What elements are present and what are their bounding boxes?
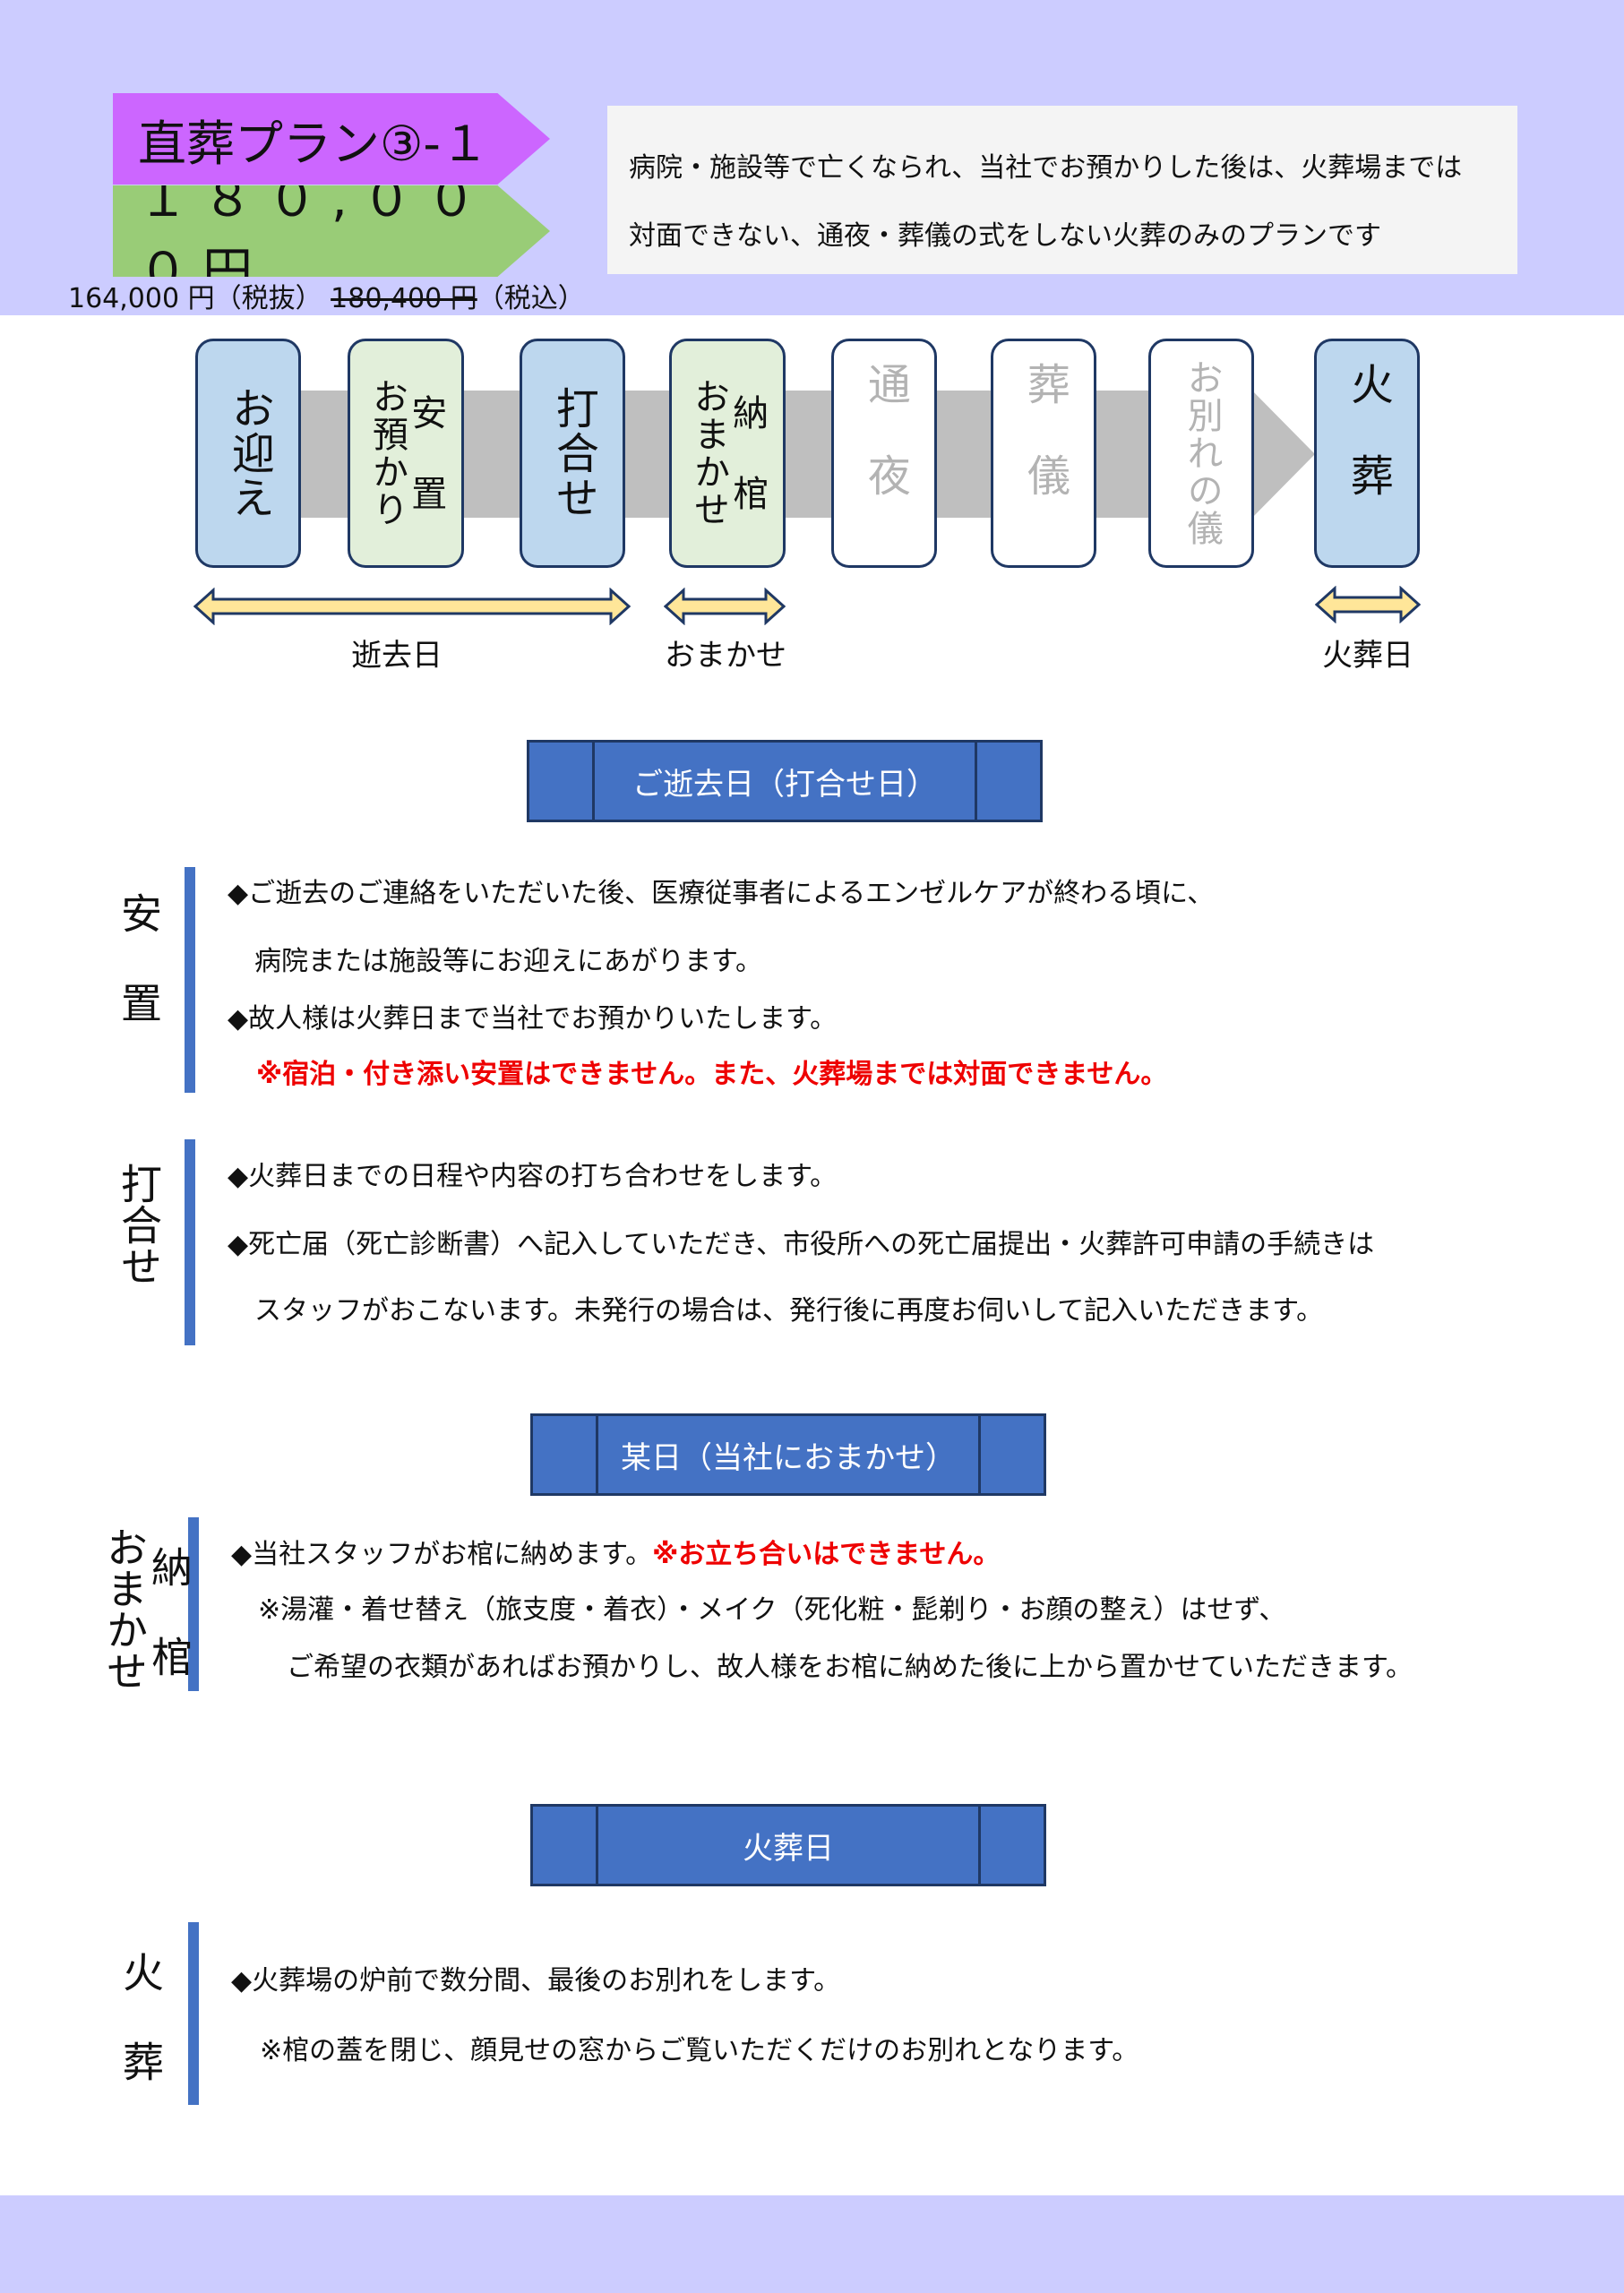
section-bar [188, 1517, 199, 1691]
tax-included-amount: 180,400 円 [331, 283, 477, 314]
header-divider [978, 1807, 981, 1884]
text-line: ◆火葬場の炉前で数分間、最後のお別れをします。 [231, 1965, 841, 1997]
plan-name-banner: 直葬プラン③-１ [113, 93, 550, 185]
step-sogi: 葬儀 [991, 339, 1096, 568]
step-label: 打合せ [547, 386, 598, 520]
span-label-kasobi: 火葬日 [1322, 638, 1413, 674]
step-tsuya: 通夜 [831, 339, 937, 568]
section-header-seikyo: ご逝去日（打合せ日） [527, 740, 1043, 822]
step-nokan: 納 棺 おまかせ [669, 339, 786, 568]
step-label: 納 棺 [726, 394, 769, 512]
block-label-kaso: 火 葬 [116, 1951, 165, 2082]
plan-description: 病院・施設等で亡くなられ、当社でお預かりした後は、火葬場までは 対面できない、通… [607, 106, 1517, 274]
step-label: 通夜 [859, 362, 910, 545]
double-arrow-icon [193, 588, 631, 625]
step-label: お別れの儀 [1181, 359, 1223, 547]
step-label: おまかせ [688, 378, 729, 528]
header-divider [596, 1416, 598, 1493]
header-divider [596, 1807, 598, 1884]
text-line: スタッフがおこないます。未発行の場合は、発行後に再度お伺いして記入いただきます。 [254, 1295, 1324, 1327]
description-line: 病院・施設等で亡くなられ、当社でお預かりした後は、火葬場までは [629, 152, 1463, 184]
plan-price-banner: １８０,０００円 [113, 185, 550, 277]
section-bar [185, 1139, 195, 1345]
section-bar [185, 867, 195, 1093]
double-arrow-icon [664, 588, 786, 625]
tax-info: 164,000 円（税抜） 180,400 円（税込） [68, 276, 585, 315]
text-line: ◆当社スタッフがお棺に納めます。※お立ち合いはできません。 [231, 1532, 1000, 1571]
span-label-omakase: おまかせ [665, 638, 786, 674]
text-line: ◆火葬日までの日程や内容の打ち合わせをします。 [228, 1161, 838, 1192]
text-line: ご希望の衣類があればお預かりし、故人様をお棺に納めた後に上から置かせていただきま… [287, 1652, 1413, 1683]
step-label: お預かり [366, 378, 408, 528]
section-header-text: 火葬日 [743, 1830, 834, 1867]
section-header-text: ご逝去日（打合せ日） [632, 766, 937, 803]
plan-price: １８０,０００円 [138, 170, 491, 301]
block-label-anchi: 安 置 [115, 892, 163, 1023]
plan-name: 直葬プラン③-１ [138, 115, 489, 172]
section-header-text: 某日（当社におまかせ） [621, 1439, 956, 1476]
text-line: ※棺の蓋を閉じ、顔見せの窓からご覧いただくだけのお別れとなります。 [260, 2035, 1139, 2066]
text-line: ◆故人様は火葬日まで当社でお預かりいたします。 [228, 1003, 838, 1035]
block-label-nokan: 納 棺 [145, 1546, 193, 1677]
warning-text: ※宿泊・付き添い安置はできません。また、火葬場までは対面できません。 [256, 1059, 1168, 1090]
text-line-normal: ◆当社スタッフがお棺に納めます。 [231, 1539, 653, 1570]
warning-text: ※お立ち合いはできません。 [652, 1539, 1001, 1570]
section-bar [188, 1922, 199, 2105]
step-label: お迎え [223, 386, 274, 520]
step-label: 安 置 [405, 394, 447, 512]
step-uchiawase: 打合せ [520, 339, 625, 568]
header-divider [975, 743, 977, 820]
tax-included-suffix: （税込） [477, 283, 585, 314]
bottom-band [0, 2195, 1624, 2293]
step-omukae: お迎え [195, 339, 301, 568]
step-anchi: 安 置 お預かり [348, 339, 464, 568]
description-line: 対面できない、通夜・葬儀の式をしない火葬のみのプランです [629, 220, 1381, 252]
step-kaso: 火葬 [1314, 339, 1420, 568]
text-line: 病院または施設等にお迎えにあがります。 [254, 946, 762, 977]
double-arrow-icon [1315, 586, 1421, 623]
step-label: 葬儀 [1018, 362, 1070, 545]
block-label-omakase: おまかせ [100, 1526, 149, 1691]
header-divider [978, 1416, 981, 1493]
text-line: ※湯灌・着せ替え（旅支度・着衣）・メイク（死化粧・髭剃り・お顔の整え）はせず、 [258, 1594, 1286, 1626]
text-line: ◆ご逝去のご連絡をいただいた後、医療従事者によるエンゼルケアが終わる頃に、 [228, 878, 1215, 909]
span-label-seikyo: 逝去日 [351, 638, 443, 674]
tax-excluded: 164,000 円（税抜） [68, 283, 322, 314]
section-header-kasobi: 火葬日 [530, 1804, 1046, 1886]
section-header-omakase: 某日（当社におまかせ） [530, 1413, 1046, 1496]
step-label: 火葬 [1342, 362, 1393, 545]
step-owakare: お別れの儀 [1148, 339, 1254, 568]
block-label-uchiawase: 打合せ [115, 1163, 163, 1286]
text-line: ◆死亡届（死亡診断書）へ記入していただき、市役所への死亡届提出・火葬許可申請の手… [228, 1229, 1375, 1260]
header-divider [592, 743, 595, 820]
